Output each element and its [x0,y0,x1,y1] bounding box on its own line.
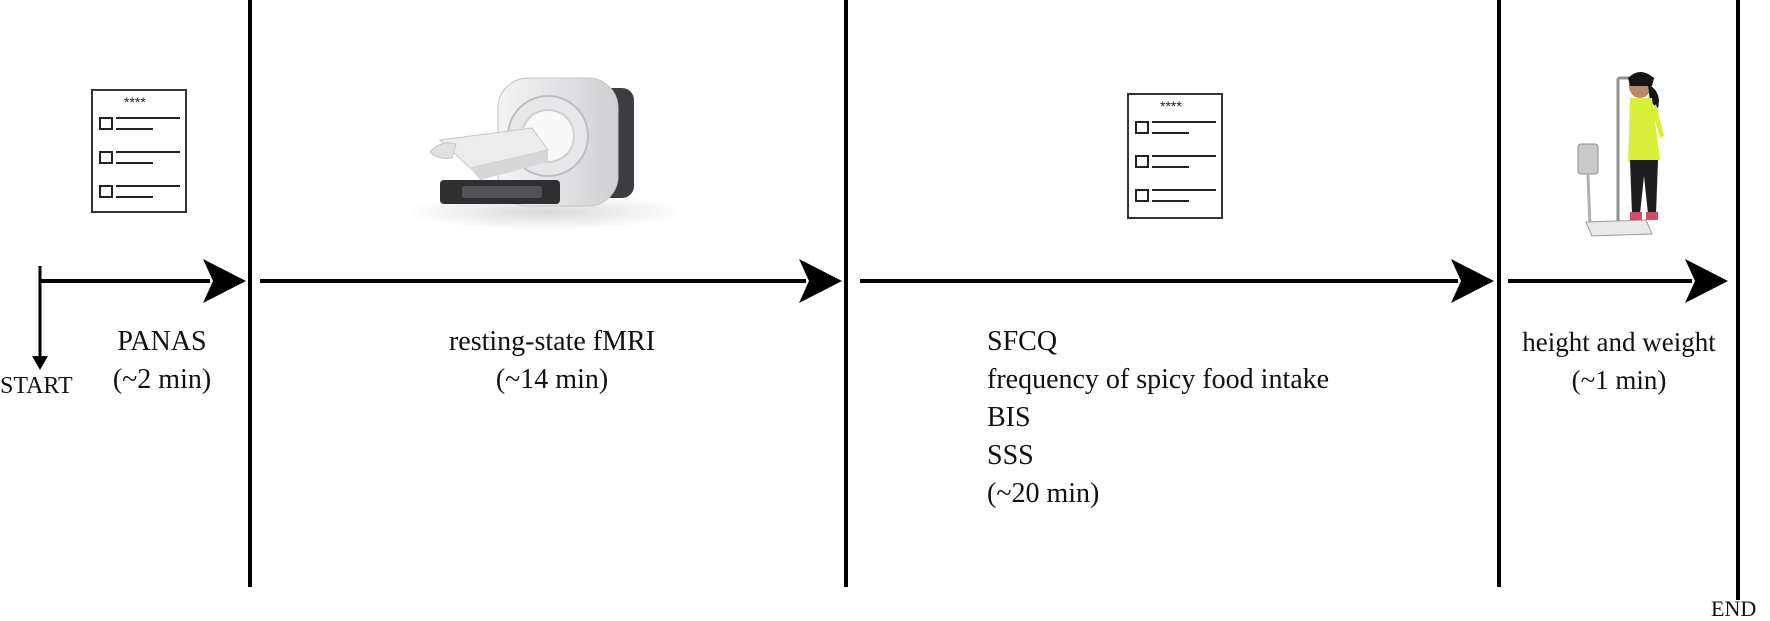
start-label: START [0,373,73,399]
stage-4-duration: (~1 min) [1571,365,1667,395]
stage-3-line-3: BIS [987,402,1031,433]
stage-3-line-1: SFCQ [987,326,1058,357]
svg-text:****: **** [124,94,146,110]
stage-4-title: height and weight [1522,327,1716,357]
stage-4-label: height and weight (~1 min) [1502,323,1736,399]
stage-2-title: resting-state fMRI [448,326,656,357]
questionnaire-icon: **** [91,89,187,213]
mri-scanner-icon [405,77,685,230]
stage-2-label: resting-state fMRI (~14 min) [402,323,702,399]
arrow-3-head [1451,259,1494,303]
stage-3-line-5: (~20 min) [987,478,1100,509]
height-weight-scale-icon [1577,72,1664,237]
stage-2-duration: (~14 min) [495,364,609,395]
stage-3-line-2: frequency of spicy food intake [987,364,1330,395]
arrow-4-head [1685,259,1728,303]
stage-3-line-4: SSS [987,440,1034,471]
stage-1-label: PANAS (~2 min) [92,323,232,399]
arrow-1-head [203,259,246,303]
arrow-2-head [799,259,842,303]
stage-1-duration: (~2 min) [112,364,212,395]
stage-3-label: SFCQ frequency of spicy food intake BIS … [987,323,1329,513]
end-label: END [1711,596,1756,621]
svg-text:****: **** [1160,98,1182,114]
start-arrowhead [32,356,48,370]
questionnaire-icon: **** [1127,93,1223,219]
stage-1-title: PANAS [117,326,207,357]
